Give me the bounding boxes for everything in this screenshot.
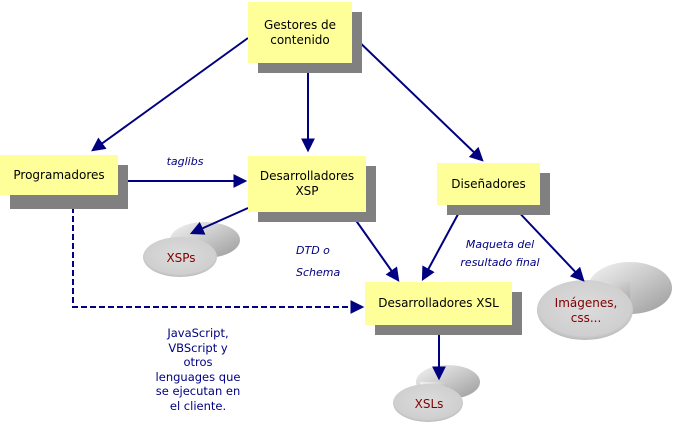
storage-xsps-shape — [143, 222, 240, 277]
arrow-disenadores-imagenes — [511, 204, 585, 282]
storage-imagenes-label: Imágenes, css... — [554, 296, 618, 325]
storage-imagenes-shape — [537, 262, 672, 340]
client-scripts-note: JavaScript, VBScript y otros lenguages q… — [155, 326, 241, 413]
arrows — [72, 34, 585, 381]
node-programadores-label: Programadores — [0, 155, 118, 195]
arrow-gestores-programadores — [91, 37, 249, 152]
node-gestores-label: Gestores de contenido — [248, 2, 352, 63]
node-disenadores-label: Diseñadores — [437, 163, 540, 205]
arrow-xsp-xsps — [189, 207, 249, 235]
arrow-gestores-disenadores — [351, 34, 484, 162]
storage-xsps-label: XSPs — [166, 250, 196, 265]
node-xsp-label: Desarrolladores XSP — [248, 156, 366, 212]
edge-label-dtd-schema: DTD o Schema — [296, 244, 341, 279]
edge-label-maqueta: Maqueta del resultado final — [460, 238, 540, 269]
arrow-disenadores-xsl — [421, 204, 464, 282]
node-xsl-label: Desarrolladores XSL — [365, 282, 512, 325]
edge-label-taglibs: taglibs — [166, 155, 204, 168]
arrow-xsp-xsl — [349, 211, 400, 282]
storage-xsls-label: XSLs — [414, 396, 444, 411]
arrow-programadores-xsl-dashed — [72, 207, 365, 314]
